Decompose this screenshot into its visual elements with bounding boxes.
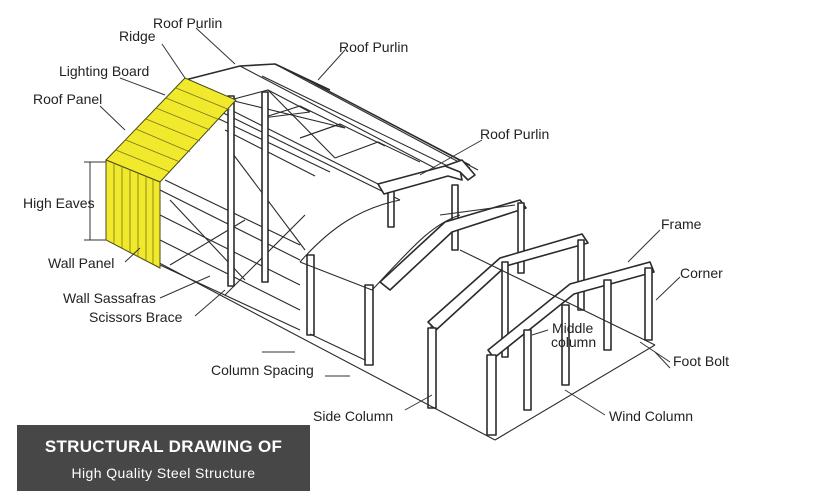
label-high-eaves: High Eaves: [23, 195, 95, 211]
label-column-spacing: Column Spacing: [211, 362, 314, 378]
label-corner: Corner: [680, 265, 723, 281]
label-foot-bolt: Foot Bolt: [673, 353, 729, 369]
label-side-column: Side Column: [313, 408, 393, 424]
label-middle-column-2: column: [551, 334, 596, 350]
label-wall-sassafras: Wall Sassafras: [63, 290, 156, 306]
label-wind-column: Wind Column: [609, 408, 693, 424]
caption-banner: STRUCTURAL DRAWING OF High Quality Steel…: [17, 425, 310, 491]
label-middle-column-1: Middle: [552, 320, 593, 336]
frame-4: [486, 261, 655, 436]
label-roof-purlin-top: Roof Purlin: [153, 15, 222, 31]
label-roof-purlin-right: Roof Purlin: [339, 39, 408, 55]
caption-title: STRUCTURAL DRAWING OF: [44, 437, 283, 456]
roof-panel-yellow: [105, 77, 237, 183]
frame-1: [377, 159, 476, 195]
wall-panel-yellow: [105, 159, 161, 269]
label-roof-panel: Roof Panel: [33, 91, 102, 107]
label-frame: Frame: [661, 216, 702, 232]
frame-2: [306, 199, 527, 366]
gable-panels: [84, 77, 237, 269]
label-roof-purlin-mid: Roof Purlin: [480, 126, 549, 142]
label-ridge: Ridge: [119, 28, 156, 44]
leader-lines: [99, 27, 681, 416]
floor-outline: [111, 237, 656, 441]
frame-3: [427, 233, 589, 409]
labels: Roof Purlin Ridge Roof Purlin Lighting B…: [23, 15, 729, 424]
label-scissors-brace: Scissors Brace: [89, 309, 183, 325]
rear-columns: [227, 91, 459, 287]
caption-subtitle: High Quality Steel Structure: [71, 465, 256, 481]
label-wall-panel: Wall Panel: [48, 255, 114, 271]
label-lighting-board: Lighting Board: [59, 63, 149, 79]
